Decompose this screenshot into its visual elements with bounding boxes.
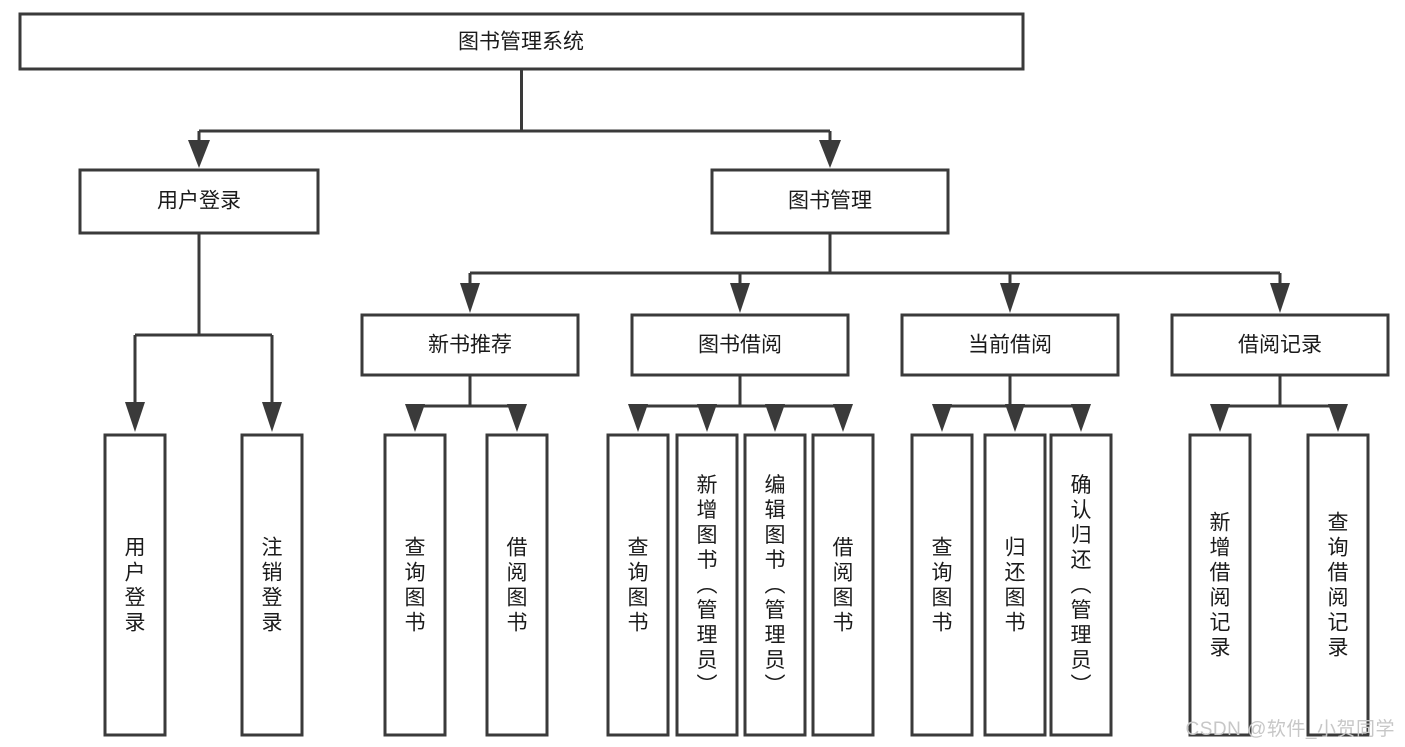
node-new-book-recommend-label: 新书推荐 bbox=[428, 334, 512, 357]
arrowhead-new-book-recommend bbox=[460, 283, 480, 313]
node-book-manage-label: 图书管理 bbox=[788, 190, 872, 213]
node-root-label: 图书管理系统 bbox=[458, 31, 584, 54]
arrowhead-leaf-query-book-rec bbox=[405, 404, 425, 432]
node-leaf-query-book-cur-label: 查询图书 bbox=[932, 537, 953, 635]
arrowhead-borrow-record bbox=[1270, 283, 1290, 313]
connector-layer bbox=[125, 69, 1348, 432]
node-leaf-borrow-book[interactable]: 借阅图书 bbox=[811, 433, 875, 737]
node-leaf-query-book-cur[interactable]: 查询图书 bbox=[910, 433, 974, 737]
node-leaf-borrow-book-rec-box[interactable] bbox=[485, 433, 549, 737]
node-leaf-query-record-box[interactable] bbox=[1306, 433, 1370, 737]
node-book-manage[interactable]: 图书管理 bbox=[710, 168, 950, 235]
node-user-login-box[interactable] bbox=[78, 168, 320, 235]
node-leaf-query-book-borrow-box[interactable] bbox=[606, 433, 670, 737]
node-leaf-edit-book-box[interactable] bbox=[743, 433, 807, 737]
node-layer: 图书管理系统 用户登录 图书管理 新书推荐 图书借阅 当前 bbox=[18, 12, 1390, 737]
node-leaf-query-book-rec-box[interactable] bbox=[383, 433, 447, 737]
node-leaf-add-record-label: 新增借阅记录 bbox=[1210, 512, 1231, 660]
node-leaf-add-record[interactable]: 新增借阅记录 bbox=[1188, 433, 1252, 737]
node-user-login-label: 用户登录 bbox=[157, 190, 241, 213]
node-leaf-borrow-book-rec-label: 借阅图书 bbox=[507, 537, 528, 635]
arrowhead-user-login bbox=[188, 140, 210, 168]
node-leaf-query-book-borrow[interactable]: 查询图书 bbox=[606, 433, 670, 737]
arrowhead-leaf-add-book bbox=[697, 404, 717, 432]
arrowhead-current-borrow bbox=[1000, 283, 1020, 313]
node-current-borrow-box[interactable] bbox=[900, 313, 1120, 377]
node-user-login[interactable]: 用户登录 bbox=[78, 168, 320, 235]
arrowhead-leaf-return-book bbox=[1005, 404, 1025, 432]
node-root[interactable]: 图书管理系统 bbox=[18, 12, 1025, 71]
node-leaf-return-book-label: 归还图书 bbox=[1005, 537, 1026, 635]
node-leaf-edit-book[interactable]: 编辑图书︵管理员︶ bbox=[743, 433, 807, 737]
node-current-borrow[interactable]: 当前借阅 bbox=[900, 313, 1120, 377]
arrowhead-book-borrow bbox=[730, 283, 750, 313]
node-leaf-borrow-book-label: 借阅图书 bbox=[833, 537, 854, 635]
node-leaf-add-record-box[interactable] bbox=[1188, 433, 1252, 737]
node-leaf-borrow-book-box[interactable] bbox=[811, 433, 875, 737]
node-leaf-add-book-box[interactable] bbox=[675, 433, 739, 737]
arrowhead-leaf-borrow-book bbox=[833, 404, 853, 432]
node-leaf-query-book-borrow-label: 查询图书 bbox=[628, 537, 649, 635]
node-leaf-query-book-rec[interactable]: 查询图书 bbox=[383, 433, 447, 737]
node-borrow-record[interactable]: 借阅记录 bbox=[1170, 313, 1390, 377]
arrowhead-leaf-borrow-book-rec bbox=[507, 404, 527, 432]
node-leaf-confirm-return-label: 确认归还︵管理员︶ bbox=[1071, 474, 1092, 697]
node-leaf-query-book-rec-label: 查询图书 bbox=[405, 537, 426, 635]
arrowhead-leaf-logout bbox=[262, 402, 282, 432]
node-book-manage-box[interactable] bbox=[710, 168, 950, 235]
node-new-book-recommend[interactable]: 新书推荐 bbox=[360, 313, 580, 377]
node-book-borrow-label: 图书借阅 bbox=[698, 334, 782, 357]
node-new-book-recommend-box[interactable] bbox=[360, 313, 580, 377]
arrowhead-leaf-edit-book bbox=[765, 404, 785, 432]
node-leaf-query-book-cur-box[interactable] bbox=[910, 433, 974, 737]
node-leaf-user-login-box[interactable] bbox=[103, 433, 167, 737]
node-borrow-record-label: 借阅记录 bbox=[1238, 334, 1322, 357]
arrowhead-leaf-confirm-return bbox=[1071, 404, 1091, 432]
node-borrow-record-box[interactable] bbox=[1170, 313, 1390, 377]
node-leaf-add-book-label: 新增图书︵管理员︶ bbox=[697, 474, 718, 697]
node-leaf-logout[interactable]: 注销登录 bbox=[240, 433, 304, 737]
node-root-box[interactable] bbox=[18, 12, 1025, 71]
node-leaf-confirm-return[interactable]: 确认归还︵管理员︶ bbox=[1049, 433, 1113, 737]
arrowhead-leaf-query-record bbox=[1328, 404, 1348, 432]
node-leaf-user-login[interactable]: 用户登录 bbox=[103, 433, 167, 737]
node-leaf-add-book[interactable]: 新增图书︵管理员︶ bbox=[675, 433, 739, 737]
node-leaf-query-record[interactable]: 查询借阅记录 bbox=[1306, 433, 1370, 737]
node-book-borrow-box[interactable] bbox=[630, 313, 850, 377]
arrowhead-leaf-query-book-cur bbox=[932, 404, 952, 432]
arrowhead-leaf-user-login bbox=[125, 402, 145, 432]
node-leaf-return-book-box[interactable] bbox=[983, 433, 1047, 737]
arrowhead-leaf-query-book-borrow bbox=[628, 404, 648, 432]
node-leaf-logout-label: 注销登录 bbox=[262, 537, 283, 635]
csdn-watermark: CSDN @软件_小贺同学 bbox=[1185, 719, 1395, 740]
node-leaf-user-login-label: 用户登录 bbox=[125, 537, 146, 635]
node-current-borrow-label: 当前借阅 bbox=[968, 334, 1052, 357]
node-book-borrow[interactable]: 图书借阅 bbox=[630, 313, 850, 377]
node-leaf-logout-box[interactable] bbox=[240, 433, 304, 737]
node-leaf-return-book[interactable]: 归还图书 bbox=[983, 433, 1047, 737]
arrowhead-book-manage bbox=[819, 140, 841, 168]
node-leaf-edit-book-label: 编辑图书︵管理员︶ bbox=[765, 474, 786, 697]
node-leaf-confirm-return-box[interactable] bbox=[1049, 433, 1113, 737]
node-leaf-query-record-label: 查询借阅记录 bbox=[1328, 512, 1349, 660]
node-leaf-borrow-book-rec[interactable]: 借阅图书 bbox=[485, 433, 549, 737]
arrowhead-leaf-add-record bbox=[1210, 404, 1230, 432]
